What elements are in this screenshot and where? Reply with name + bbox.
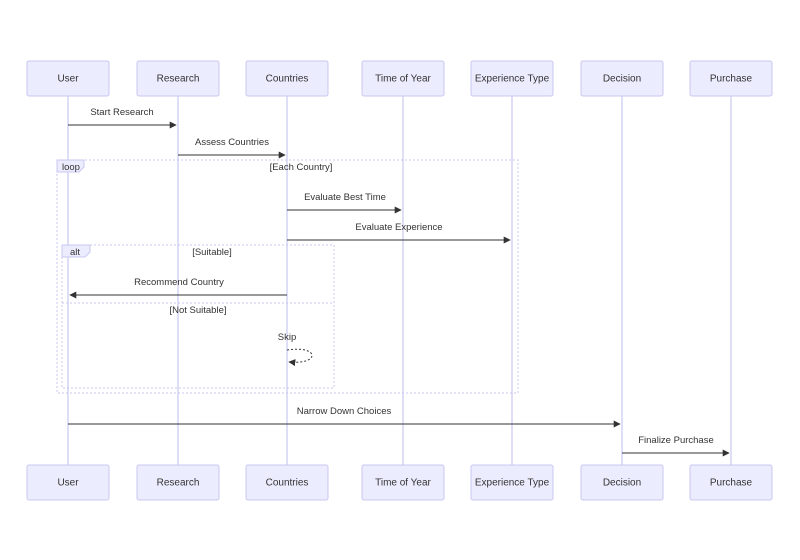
message-assess-countries: Assess Countries [178, 137, 286, 159]
loop-condition: [Each Country] [270, 162, 333, 173]
message-label: Recommend Country [134, 277, 224, 288]
actor-label: Experience Type [475, 74, 550, 85]
message-recommend-country: Recommend Country [69, 277, 287, 299]
actor-time-of-year-top: Time of Year [361, 60, 445, 97]
loop-frame: loop [Each Country] [56, 159, 519, 394]
alt-else-condition: [Not Suitable] [169, 305, 226, 316]
actor-box [245, 464, 329, 501]
loop-keyword: loop [62, 162, 80, 173]
actor-box [580, 60, 664, 97]
message-label: Finalize Purchase [638, 435, 714, 446]
message-evaluate-best-time: Evaluate Best Time [287, 192, 402, 214]
actor-label: User [57, 478, 79, 489]
message-label: Evaluate Best Time [304, 192, 386, 203]
actor-box [361, 464, 445, 501]
message-self-arrow [286, 348, 313, 367]
alt-frame: alt [Suitable] [Not Suitable] [61, 244, 335, 389]
actor-box [26, 60, 110, 97]
alt-frame-border [61, 244, 335, 389]
loop-frame-tab [56, 159, 85, 173]
message-narrow-down-choices: Narrow Down Choices [68, 406, 621, 428]
actor-time-of-year-bottom: Time of Year [361, 464, 445, 501]
alt-frame-tab [61, 244, 91, 258]
message-label: Narrow Down Choices [297, 406, 392, 417]
actor-box [361, 60, 445, 97]
message-label: Assess Countries [195, 137, 269, 148]
actors-bottom: User Research Countries Time of Year Exp… [26, 464, 773, 501]
lifelines [67, 96, 732, 465]
alt-keyword: alt [70, 247, 80, 258]
actor-box [689, 464, 773, 501]
actor-label: Countries [266, 478, 309, 489]
actor-experience-type-top: Experience Type [470, 60, 554, 97]
actor-experience-type-bottom: Experience Type [470, 464, 554, 501]
actor-purchase-bottom: Purchase [689, 464, 773, 501]
actor-box [689, 60, 773, 97]
actor-decision-bottom: Decision [580, 464, 664, 501]
messages: Start Research Assess Countries Evaluate… [68, 107, 730, 457]
actor-research-bottom: Research [136, 464, 220, 501]
actor-label: Research [157, 74, 200, 85]
actor-box [245, 60, 329, 97]
actor-label: Purchase [710, 74, 753, 85]
message-label: Start Research [90, 107, 153, 118]
message-evaluate-experience: Evaluate Experience [287, 222, 511, 244]
actor-label: Time of Year [375, 478, 431, 489]
message-start-research: Start Research [68, 107, 177, 129]
actor-box [136, 464, 220, 501]
actor-box [136, 60, 220, 97]
loop-frame-border [56, 159, 519, 394]
actor-box [26, 464, 110, 501]
actor-label: Purchase [710, 478, 753, 489]
actor-countries-bottom: Countries [245, 464, 329, 501]
actor-label: Time of Year [375, 74, 431, 85]
actor-label: User [57, 74, 79, 85]
actor-label: Research [157, 478, 200, 489]
message-skip: Skip [278, 332, 313, 367]
actor-label: Countries [266, 74, 309, 85]
message-finalize-purchase: Finalize Purchase [622, 435, 730, 457]
actor-research-top: Research [136, 60, 220, 97]
alt-condition: [Suitable] [192, 247, 232, 258]
actor-label: Decision [603, 74, 641, 85]
actor-box [470, 60, 554, 97]
actor-box [580, 464, 664, 501]
actor-label: Experience Type [475, 478, 550, 489]
message-label: Evaluate Experience [355, 222, 442, 233]
actor-user-bottom: User [26, 464, 110, 501]
actor-box [470, 464, 554, 501]
actor-decision-top: Decision [580, 60, 664, 97]
actor-user-top: User [26, 60, 110, 97]
actor-label: Decision [603, 478, 641, 489]
actor-countries-top: Countries [245, 60, 329, 97]
actors-top: User Research Countries Time of Year Exp… [26, 60, 773, 97]
message-label: Skip [278, 332, 296, 343]
actor-purchase-top: Purchase [689, 60, 773, 97]
